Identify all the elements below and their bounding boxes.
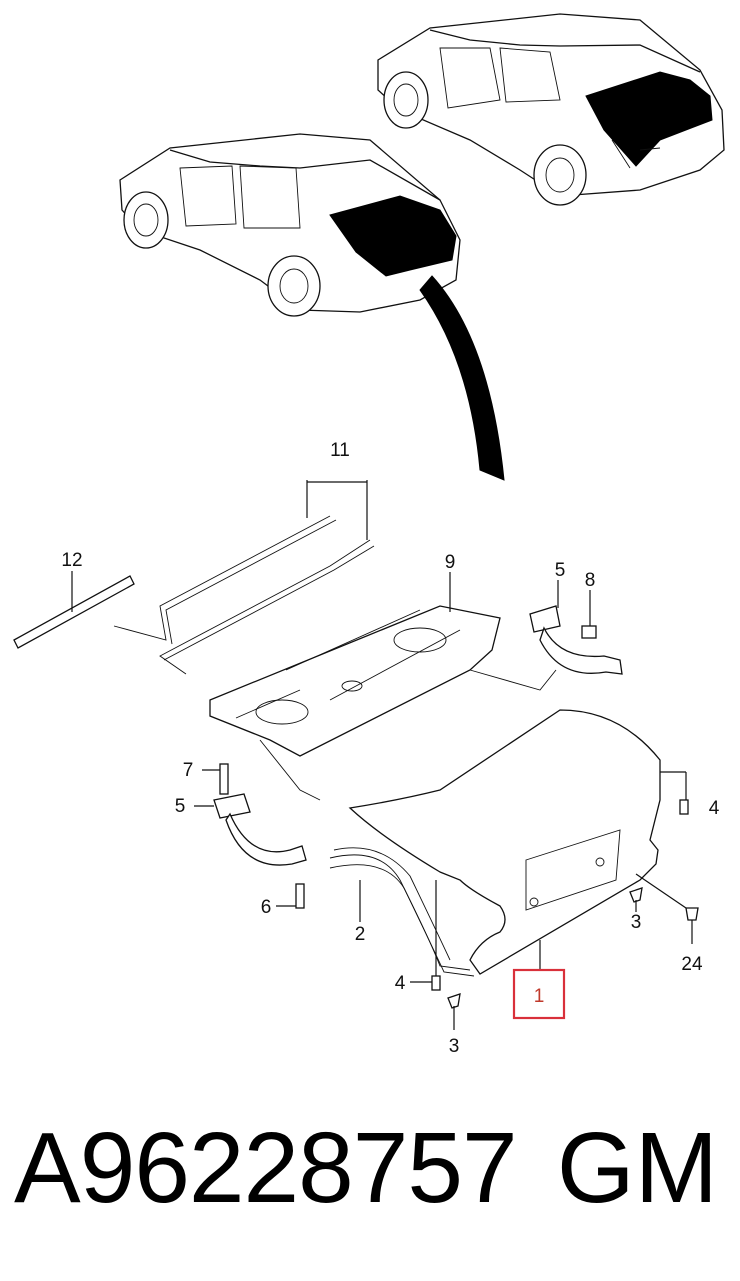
- callout-1: 1: [534, 986, 545, 1007]
- callout-4-bottom: 4: [395, 973, 406, 994]
- callout-24: 24: [681, 954, 703, 975]
- callout-5-right: 5: [555, 560, 566, 581]
- callout-11: 11: [330, 440, 350, 461]
- part-12-rod: [13, 571, 135, 649]
- callout-9: 9: [445, 552, 456, 573]
- callout-3-bottom: 3: [449, 1036, 460, 1057]
- part-11-torsion-bars: [113, 480, 375, 675]
- callout-4-right: 4: [709, 798, 720, 819]
- part-9-rear-shelf-panel: [209, 572, 557, 801]
- callout-7: 7: [183, 760, 194, 781]
- fasteners: [410, 799, 699, 1030]
- car-illustration-middle-left: [119, 133, 505, 481]
- car-illustration-top-right: [377, 13, 725, 206]
- callout-2: 2: [355, 924, 366, 945]
- callout-1-highlight-box: [512, 968, 566, 1020]
- callout-12: 12: [61, 550, 82, 571]
- callout-6: 6: [261, 897, 272, 918]
- part-1-trunk-lid: [348, 709, 687, 980]
- callout-8: 8: [585, 570, 596, 591]
- part-number: A96228757: [14, 1112, 518, 1224]
- exploded-parts-diagram: 11 12 9 5 8 7 5 4 6 2 3 24 4 1 3: [13, 13, 725, 1057]
- part-2-weatherstrip: [329, 847, 475, 977]
- part-5-hinge-left: [194, 763, 307, 909]
- brand-label: GM: [556, 1112, 718, 1224]
- callout-3-right: 3: [631, 912, 642, 933]
- callout-5-left: 5: [175, 796, 186, 817]
- part-5-hinge-right: [529, 580, 623, 675]
